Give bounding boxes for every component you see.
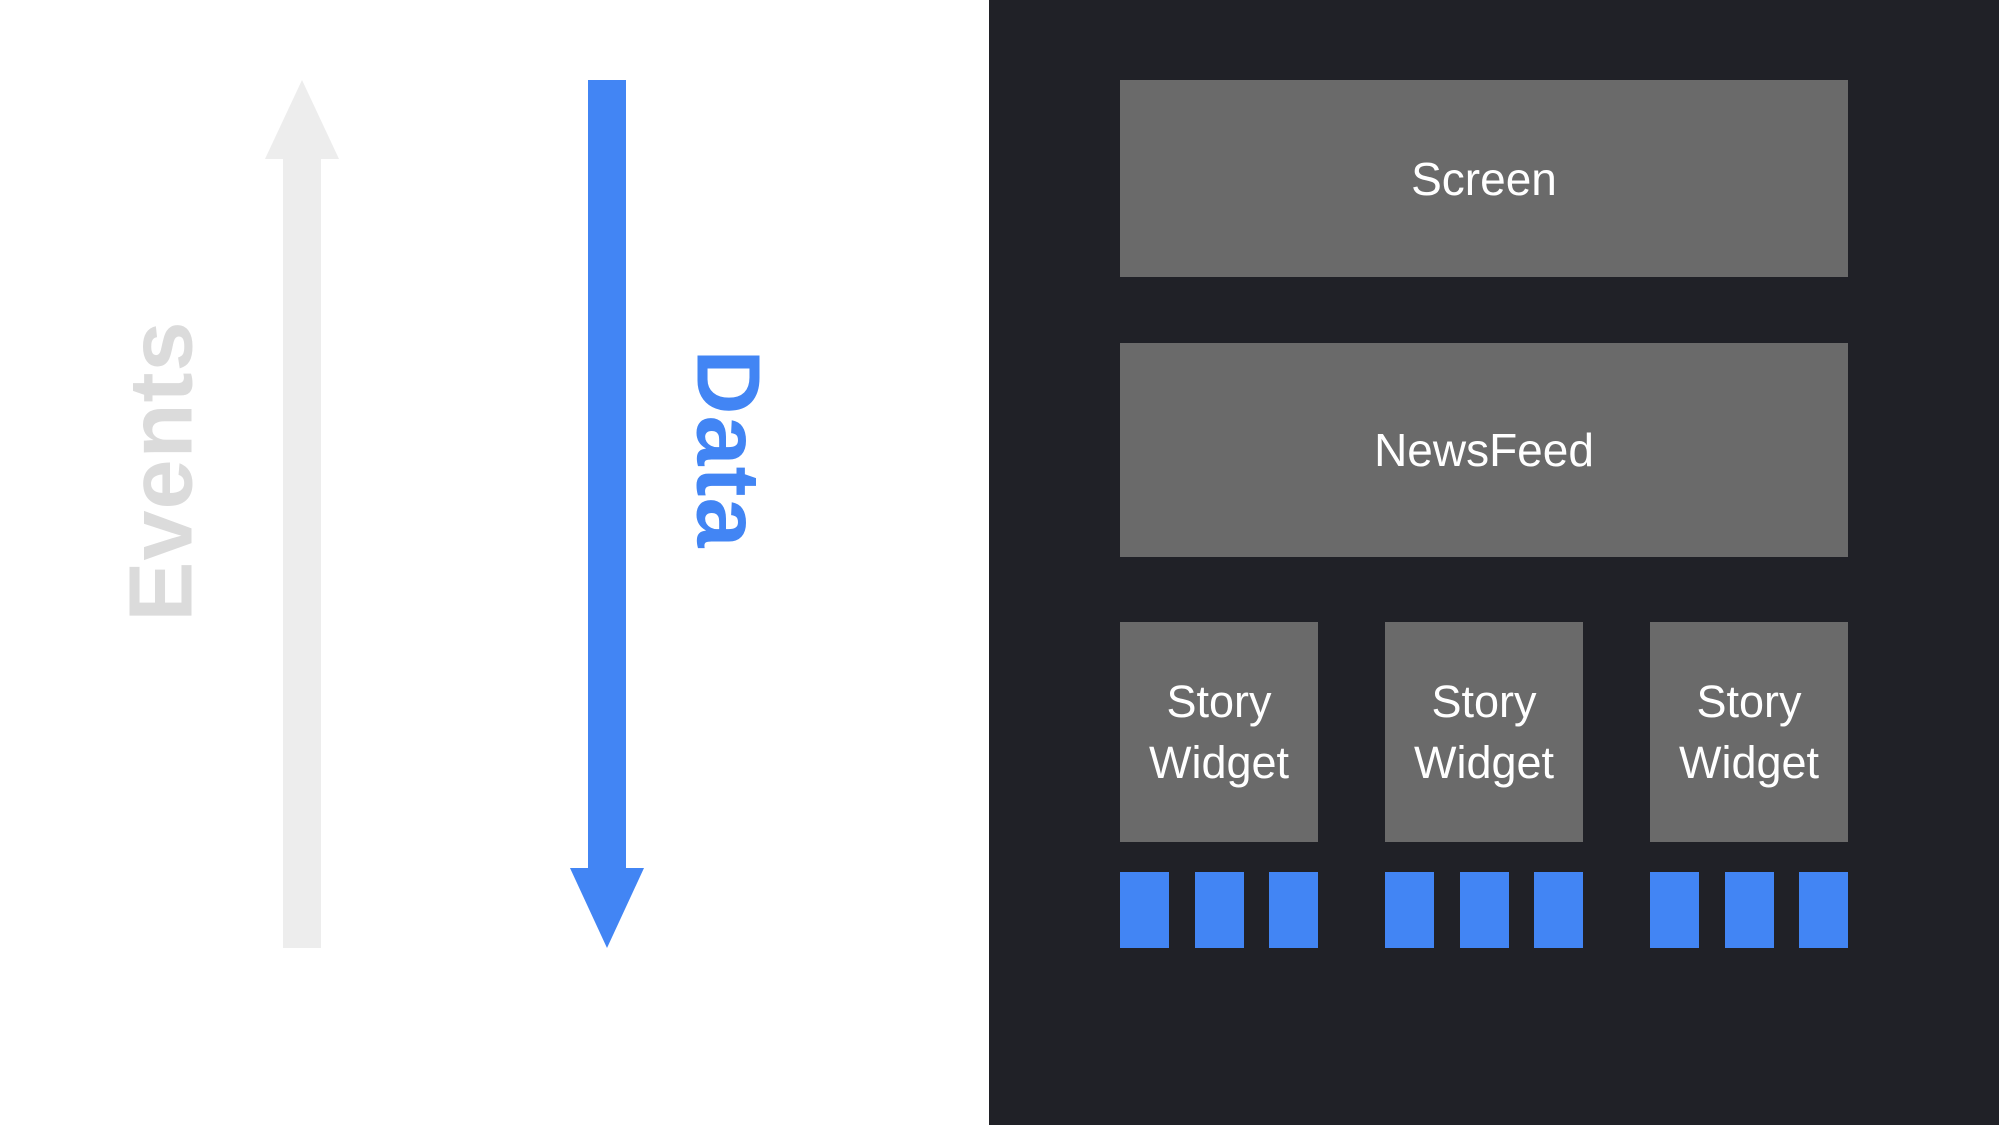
- story-widget-column: Story Widget: [1385, 622, 1583, 948]
- story-widget-label: Story Widget: [1678, 676, 1820, 788]
- story-widget-box: Story Widget: [1650, 622, 1848, 842]
- widget-tree-panel: Screen NewsFeed Story Widget Story Widge…: [989, 0, 1999, 1125]
- data-square: [1724, 872, 1774, 948]
- data-square: [1799, 872, 1848, 948]
- data-square: [1650, 872, 1699, 948]
- screen-box-label: Screen: [1411, 152, 1557, 205]
- story-widget-column: Story Widget: [1120, 622, 1318, 948]
- up-arrow-shaft: [283, 158, 321, 948]
- up-arrow-head-icon: [265, 80, 339, 159]
- data-squares-row: [1385, 872, 1583, 948]
- data-squares-row: [1120, 872, 1318, 948]
- data-square: [1534, 872, 1583, 948]
- data-square: [1120, 872, 1169, 948]
- down-arrow-shaft: [588, 80, 626, 869]
- data-label: Data: [677, 349, 778, 549]
- data-square: [1269, 872, 1318, 948]
- screen-box: Screen: [1120, 80, 1848, 277]
- story-widget-label: Story Widget: [1413, 676, 1555, 788]
- data-square: [1194, 872, 1244, 948]
- story-widget-row: Story Widget Story Widget: [1120, 622, 1848, 948]
- story-widget-label: Story Widget: [1148, 676, 1290, 788]
- events-label: Events: [111, 320, 212, 622]
- data-square: [1385, 872, 1434, 948]
- story-widget-column: Story Widget: [1650, 622, 1848, 948]
- story-widget-box: Story Widget: [1385, 622, 1583, 842]
- story-widget-box: Story Widget: [1120, 622, 1318, 842]
- newsfeed-box: NewsFeed: [1120, 343, 1848, 557]
- events-data-panel: Events Data: [0, 0, 989, 1125]
- down-arrow-head-icon: [570, 868, 644, 948]
- newsfeed-box-label: NewsFeed: [1374, 424, 1594, 476]
- data-square: [1459, 872, 1509, 948]
- data-squares-row: [1650, 872, 1848, 948]
